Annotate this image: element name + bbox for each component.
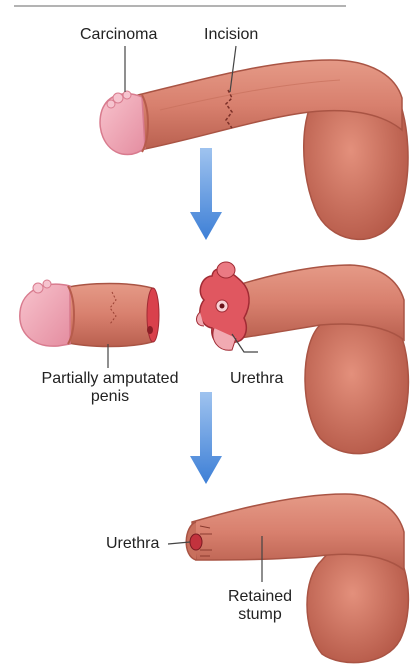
stage-2-amputated-piece xyxy=(20,280,159,368)
label-retained-stump: Retained stump xyxy=(210,588,310,624)
label-urethra-bottom: Urethra xyxy=(106,535,159,553)
label-retained-line1: Retained xyxy=(210,588,310,606)
stage-1-penis xyxy=(100,46,408,239)
stage-3-retained-stump xyxy=(168,494,408,663)
label-retained-line2: stump xyxy=(210,606,310,624)
label-partially-amputated: Partially amputated penis xyxy=(10,370,210,406)
down-arrow-icon xyxy=(190,148,222,240)
label-incision: Incision xyxy=(204,26,258,44)
stage-2-remaining-penis xyxy=(197,262,409,454)
label-carcinoma: Carcinoma xyxy=(80,26,157,44)
label-partially-amputated-line1: Partially amputated xyxy=(10,370,210,388)
label-partially-amputated-line2: penis xyxy=(10,388,210,406)
label-urethra-middle: Urethra xyxy=(230,370,283,388)
